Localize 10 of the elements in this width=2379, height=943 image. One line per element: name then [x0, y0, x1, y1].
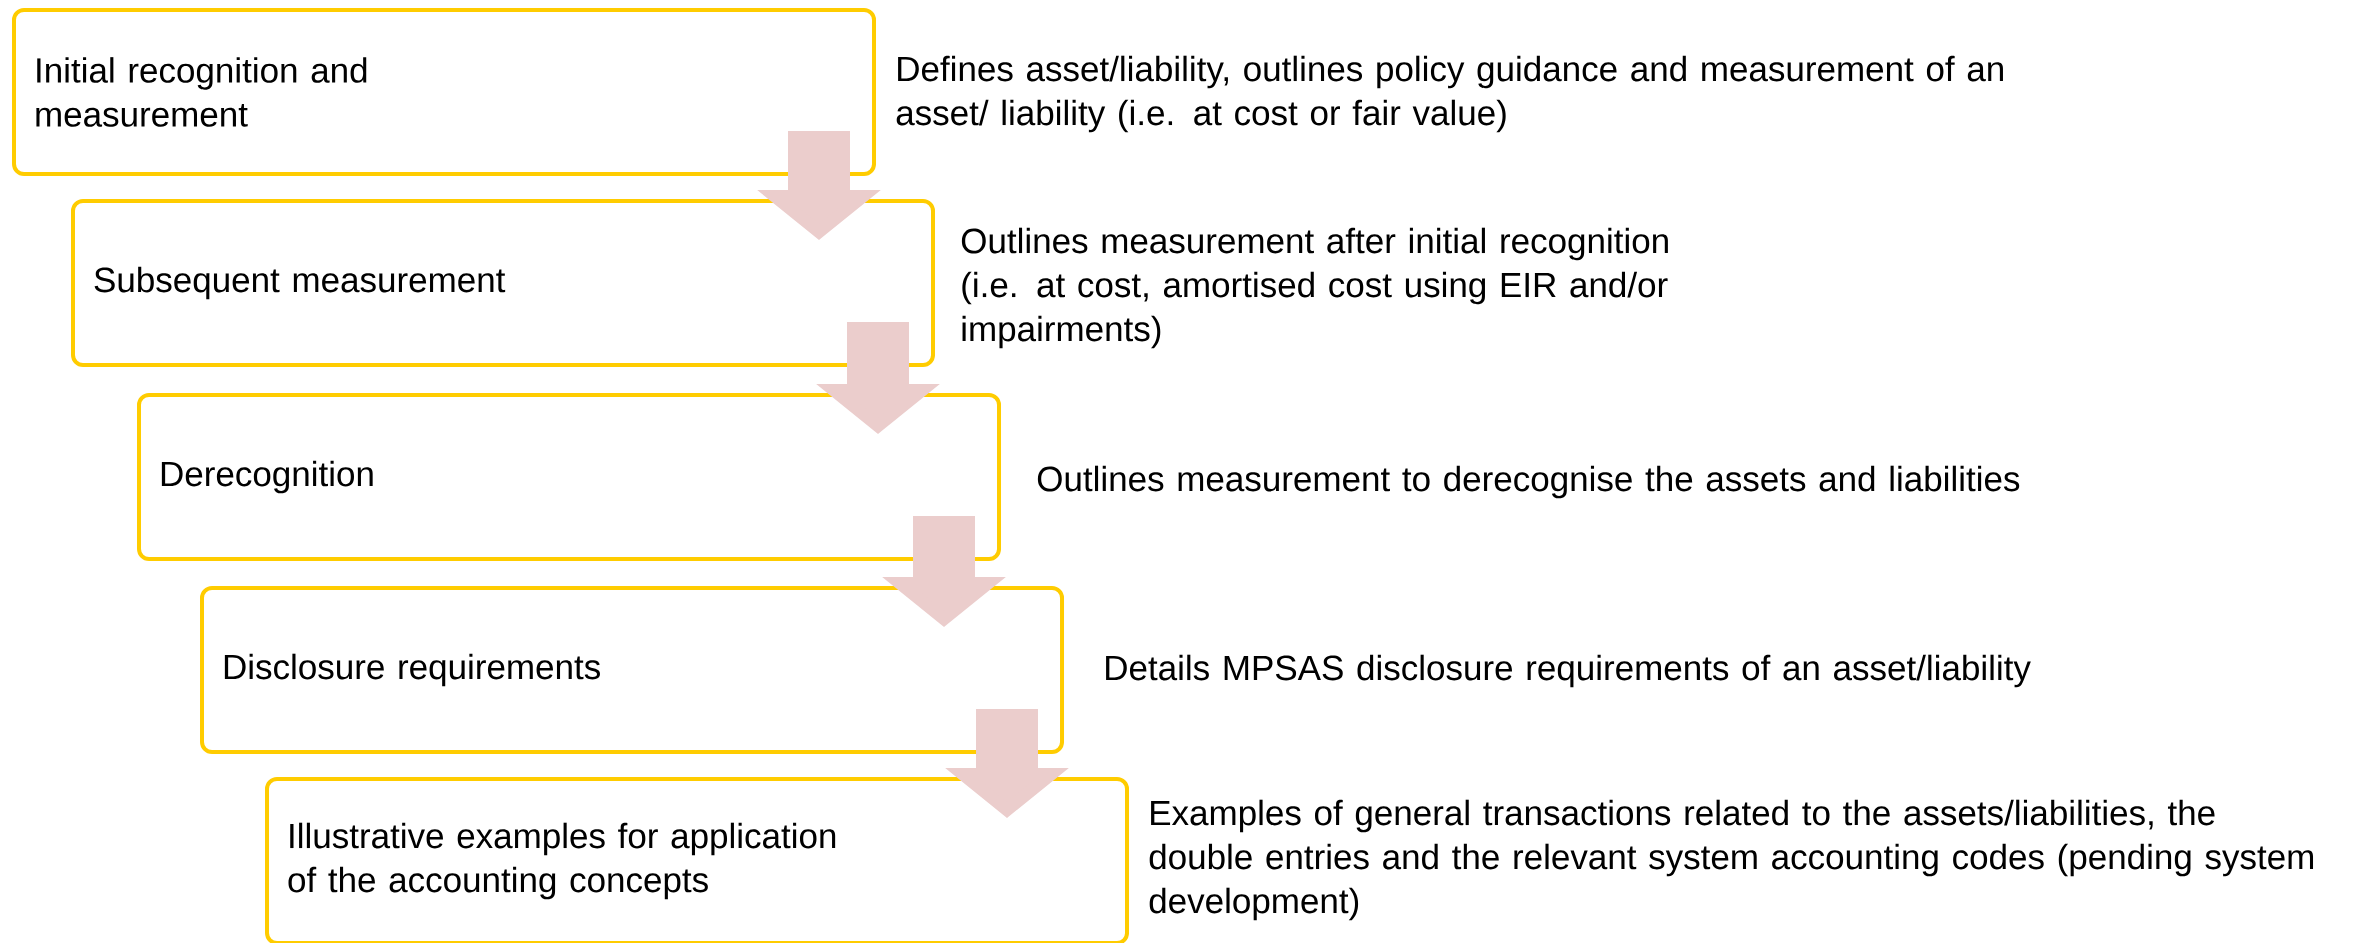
description-text: Examples of general transactions related to the assets/liabilities, the double entries and the relevant system accounting codes (pending system development)	[1149, 799, 2313, 921]
description-text: Details MPSAS disclosure requirements of an asset/liability	[1106, 654, 2031, 688]
step-box: Disclosure requirements	[200, 586, 1064, 754]
step-box: Initial recognition and measurement	[12, 8, 876, 176]
description-text: Outlines measurement to derecognise the assets and liabilities	[1037, 465, 2020, 499]
description-text: Outlines measurement after initial recognition (i.e. at cost, amortised cost using EIR and/or impairments)	[961, 227, 1668, 349]
step-box: Subsequent measurement	[71, 199, 935, 367]
description-text: Defines asset/liability, outlines policy guidance and measurement of an asset/ liability (i.e. at cost or fair value)	[896, 55, 2003, 133]
step-box: Derecognition	[137, 393, 1001, 561]
step-box: Illustrative examples for application of the accounting concepts	[265, 777, 1129, 943]
